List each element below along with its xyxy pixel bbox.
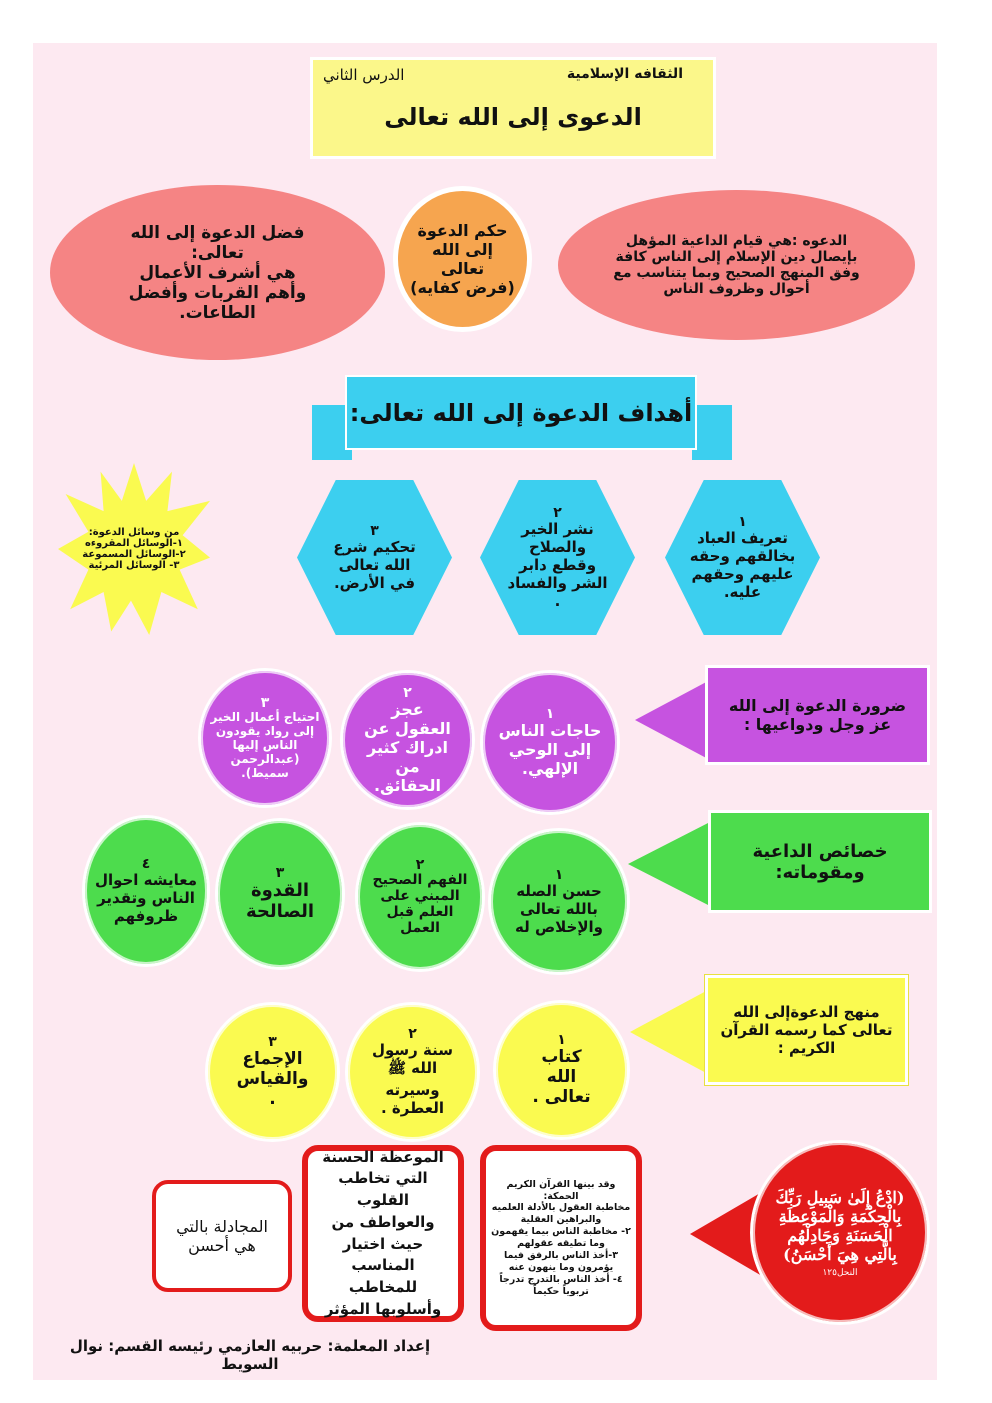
title-box: الثقافه الإسلامية الدرس الثاني الدعوى إل… [310,57,716,159]
wisdom-line: وقد بينها القرآن الكريم [506,1178,616,1190]
item-number: ٢ [408,1026,417,1042]
goal-text: نشر الخير والصلاح وقطع دابر الشر والفساد… [507,519,608,610]
goal-text: تحكيم شرع الله تعالى في الأرض. [333,537,416,592]
method-box: منهج الدعوةإلى الله تعالى كما رسمه القرآ… [704,974,909,1086]
item-text: معايشه احوال الناس وتقدير ظروفهم [94,871,198,925]
debate-text: المجادلة بالتي هي أحسن [176,1217,268,1255]
definition-text: الدعوه :هي قيام الداعية المؤهل بإيصال دي… [613,233,860,297]
item-text: حاجات الناس إلى الوحي الإلهي. [498,721,602,778]
item-text: الفهم الصحيح المبني على العلم قبل العمل [372,872,468,936]
goal-number: ١ [738,513,747,530]
item-text: حسن الصله بالله تعالى والإخلاص له [515,881,603,936]
item-number: ٣ [268,1034,277,1050]
goal-number: ٣ [370,522,379,539]
necessity-title: ضرورة الدعوة إلى الله عز وجل ودواعيها : [728,696,907,734]
item-text: القدوة الصالحة [245,880,315,922]
means-item: ٢-الوسائل المسموعة [82,549,186,560]
item-text: احتياج أعمال الخير إلى رواد يقودون الناس… [210,710,320,780]
arrow-left-icon [628,822,710,906]
means-title: من وسائل الدعوة: [88,527,180,538]
wisdom-line: ٤- أخذ الناس بالتدرج تدرجاً تربوياً حكيم… [499,1273,623,1297]
wisdom-line: الحمكة: [543,1190,579,1202]
item-number: ٣ [275,865,285,881]
means-item: ٣- الوسائل المرئية [88,560,180,571]
goals-banner: أهداف الدعوة إلى الله تعالى: [345,375,697,450]
page-title: الدعوى إلى الله تعالى [384,103,642,131]
debate-box: المجادلة بالتي هي أحسن [152,1180,292,1292]
footer-credits: إعداد المعلمة: حربيه العازمي رئيسه القسم… [40,1337,460,1373]
lesson-label: الدرس الثاني [323,66,405,84]
virtue-ellipse: فضل الدعوة إلى الله تعالى:هي أشرف الأعما… [50,185,385,360]
subject-label: الثقافه الإسلامية [566,66,683,82]
item-number: ١ [557,1032,566,1048]
item-text: عجز العقول عن ادراك كثير من الحقائق. [364,699,451,795]
arrow-left-icon [635,680,710,760]
wisdom-line: ٣-أخذ الناس بالرفق فيما يؤمرون وما ينهون… [503,1249,619,1273]
necessity-box: ضرورة الدعوة إلى الله عز وجل ودواعيها : [705,665,930,765]
ruling-title: حكم الدعوة إلى الله تعالى [417,221,508,278]
traits-box: خصائص الداعية ومقوماته: [708,810,932,913]
definition-ellipse: الدعوه :هي قيام الداعية المؤهل بإيصال دي… [558,190,915,340]
verse-text: (ادْعُ إِلَىٰ سَبِيلِ رَبِّكَ بِالْحِكْم… [775,1187,905,1264]
exhortation-box: الموعظة الحسنة التي تخاطب القلوب والعواط… [302,1145,464,1322]
wisdom-line: مخاطبة العقول بالأدلة العلميه والبراهين … [491,1202,631,1226]
goals-title: أهداف الدعوة إلى الله تعالى: [349,398,693,427]
wisdom-box: وقد بينها القرآن الكريم الحمكة: مخاطبة ا… [480,1145,642,1331]
arrow-left-icon [630,990,708,1074]
verse-reference: النحل١٢٥ [822,1267,858,1278]
item-number: ٣ [260,695,270,711]
verse-circle: (ادْعُ إِلَىٰ سَبِيلِ رَبِّكَ بِالْحِكْم… [750,1140,930,1325]
ruling-ellipse: حكم الدعوة إلى الله تعالى(فرض كفايه) [393,186,532,332]
goal-number: ٢ [553,504,562,521]
method-title: منهج الدعوةإلى الله تعالى كما رسمه القرآ… [720,1003,893,1057]
item-number: ١ [554,866,564,883]
item-number: ٢ [415,857,425,873]
goal-text: تعريف العباد بخالقهم وحقه عليهم وحقهم عل… [689,528,796,601]
item-text: كتاب الله تعالى . [532,1047,591,1107]
wisdom-line: ٢- مخاطبة الناس بيما يفهمون وما تطيقه عق… [491,1226,631,1249]
item-number: ٢ [403,684,412,701]
item-number: ٤ [141,856,151,872]
means-item: ١-الوسائل المقروءه [85,538,183,549]
item-text: الإجماع والقياس . [236,1049,309,1109]
virtue-text: هي أشرف الأعمال وأهم القربات وأفضل الطاع… [128,262,307,323]
exhortation-text: الموعظة الحسنة التي تخاطب القلوب والعواط… [322,1147,444,1318]
ruling-value: (فرض كفايه) [410,278,515,297]
traits-title: خصائص الداعية ومقوماته: [752,840,888,883]
virtue-title: فضل الدعوة إلى الله تعالى: [130,222,305,263]
item-text: سنة رسول الله ﷺ وسيرته العطرة . [372,1041,453,1117]
footer-text: إعداد المعلمة: حربيه العازمي رئيسه القسم… [69,1337,431,1373]
ribbon-tab-right [692,405,732,460]
item-number: ١ [545,706,555,722]
